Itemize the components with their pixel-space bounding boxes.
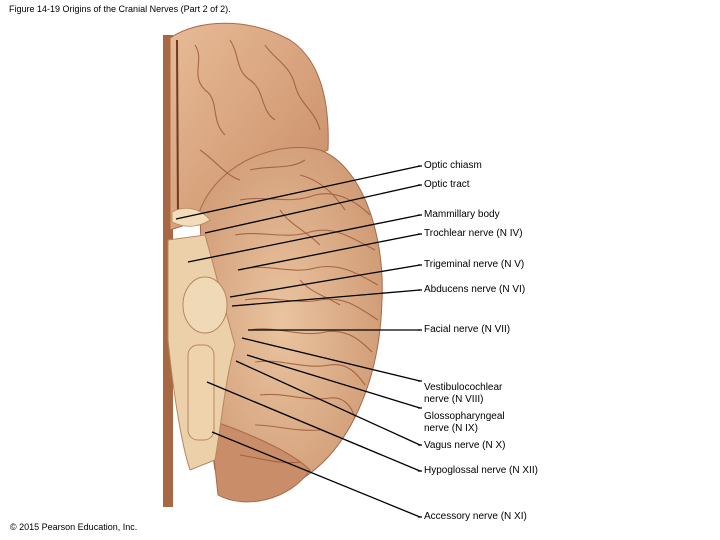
nerve-label-line: Mammillary body <box>424 209 500 220</box>
nerve-label-line: Facial nerve (N VII) <box>424 324 511 335</box>
leader-line <box>237 233 421 271</box>
nerve-label: Optic tract <box>424 179 470 191</box>
nerve-label-line: nerve (N VIII) <box>424 394 484 405</box>
nerve-label: Trochlear nerve (N IV) <box>424 228 523 240</box>
leader-line <box>187 214 421 263</box>
nerve-label-line: Vestibulocochlear <box>424 382 503 393</box>
nerve-label-line: Trigeminal nerve (N V) <box>424 259 525 270</box>
nerve-label: Facial nerve (N VII) <box>424 324 510 336</box>
nerve-label-line: Accessory nerve (N XI) <box>424 511 527 522</box>
leader-lines <box>175 165 422 518</box>
nerve-label-line: Trochlear nerve (N IV) <box>424 228 523 239</box>
nerve-label: Mammillary body <box>424 209 500 221</box>
nerve-label-line: nerve (N IX) <box>424 423 478 434</box>
figure-title: Figure 14-19 Origins of the Cranial Nerv… <box>9 4 231 14</box>
brain-photo <box>163 22 383 507</box>
nerve-label-line: Optic chiasm <box>424 160 482 171</box>
leader-line <box>241 337 421 382</box>
nerve-label: Hypoglossal nerve (N XII) <box>424 465 538 477</box>
leader-line <box>175 165 421 220</box>
nerve-label-line: Abducens nerve (N VI) <box>424 284 526 295</box>
nerve-label: Accessory nerve (N XI) <box>424 511 527 523</box>
nerve-label: Trigeminal nerve (N V) <box>424 259 524 271</box>
nerve-label: Optic chiasm <box>424 160 482 172</box>
leader-line <box>229 264 421 298</box>
nerve-label: Abducens nerve (N VI) <box>424 284 525 296</box>
leader-line <box>231 289 421 307</box>
nerve-label-line: Glossopharyngeal <box>424 411 505 422</box>
leader-line <box>235 360 421 446</box>
nerve-label-line: Optic tract <box>424 179 470 190</box>
leader-line <box>204 184 421 234</box>
copyright-notice: © 2015 Pearson Education, Inc. <box>10 522 138 532</box>
nerve-label: Vagus nerve (N X) <box>424 440 506 452</box>
leader-line <box>246 354 421 409</box>
leader-line <box>211 431 421 518</box>
nerve-label-line: Hypoglossal nerve (N XII) <box>424 465 538 476</box>
nerve-label-line: Vagus nerve (N X) <box>424 440 506 451</box>
leader-line <box>206 381 421 472</box>
